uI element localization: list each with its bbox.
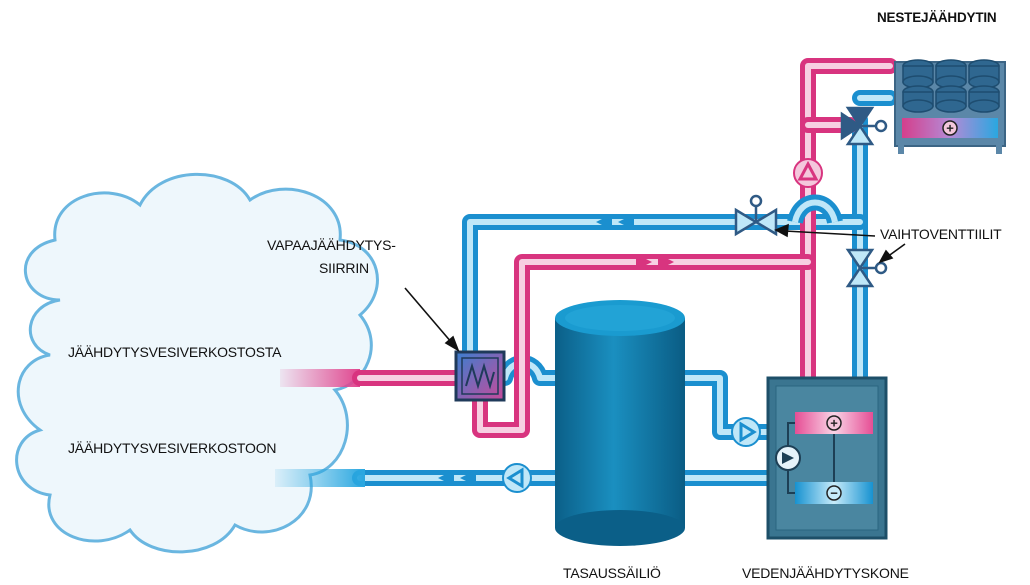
cold-pipe-fade: [275, 469, 365, 487]
hot-pipes: [352, 58, 898, 438]
heat-exchanger-icon: [454, 350, 506, 402]
label-cooler: NESTEJÄÄHDYTIN: [877, 10, 997, 25]
label-valves: VAIHTOVENTTIILIT: [880, 226, 1002, 242]
chiller-minus-symbol: −: [830, 486, 838, 501]
flow-arrows-cold-top: [596, 214, 634, 230]
label-exchanger-line1: VAPAAJÄÄHDYTYS-: [267, 237, 396, 253]
flow-arrows-hot: [636, 254, 674, 270]
pipe-crossover: [787, 194, 843, 225]
network-cloud: [15, 172, 379, 554]
hot-pipe-fade: [280, 369, 360, 387]
flow-arrows-cold-bottom: [438, 470, 476, 486]
water-chiller: + −: [766, 376, 888, 540]
label-tank: TASAUSSÄILIÖ: [563, 565, 661, 581]
pump-network-icon: [502, 463, 532, 493]
pump-hot-icon: [793, 158, 823, 188]
cooler-plus-symbol: +: [946, 121, 954, 136]
valve-three-way-icon: [840, 106, 888, 146]
valve-top-left-icon: [734, 194, 778, 237]
buffer-tank: [555, 300, 685, 546]
label-to-network: JÄÄHDYTYSVESIVERKOSTOON: [68, 440, 277, 456]
label-from-network: JÄÄHDYTYSVESIVERKOSTOSTA: [68, 344, 282, 360]
valve-right-icon: [845, 248, 888, 288]
leader-arrows: [404, 223, 906, 352]
label-exchanger-line2: SIIRRIN: [319, 260, 369, 276]
chiller-plus-symbol: +: [830, 416, 838, 431]
pump-chiller-icon: [731, 417, 761, 447]
label-chiller: VEDENJÄÄHDYTYSKONE: [742, 565, 909, 581]
dry-cooler-icon: +: [894, 59, 1006, 154]
cold-pipes: [352, 90, 898, 486]
